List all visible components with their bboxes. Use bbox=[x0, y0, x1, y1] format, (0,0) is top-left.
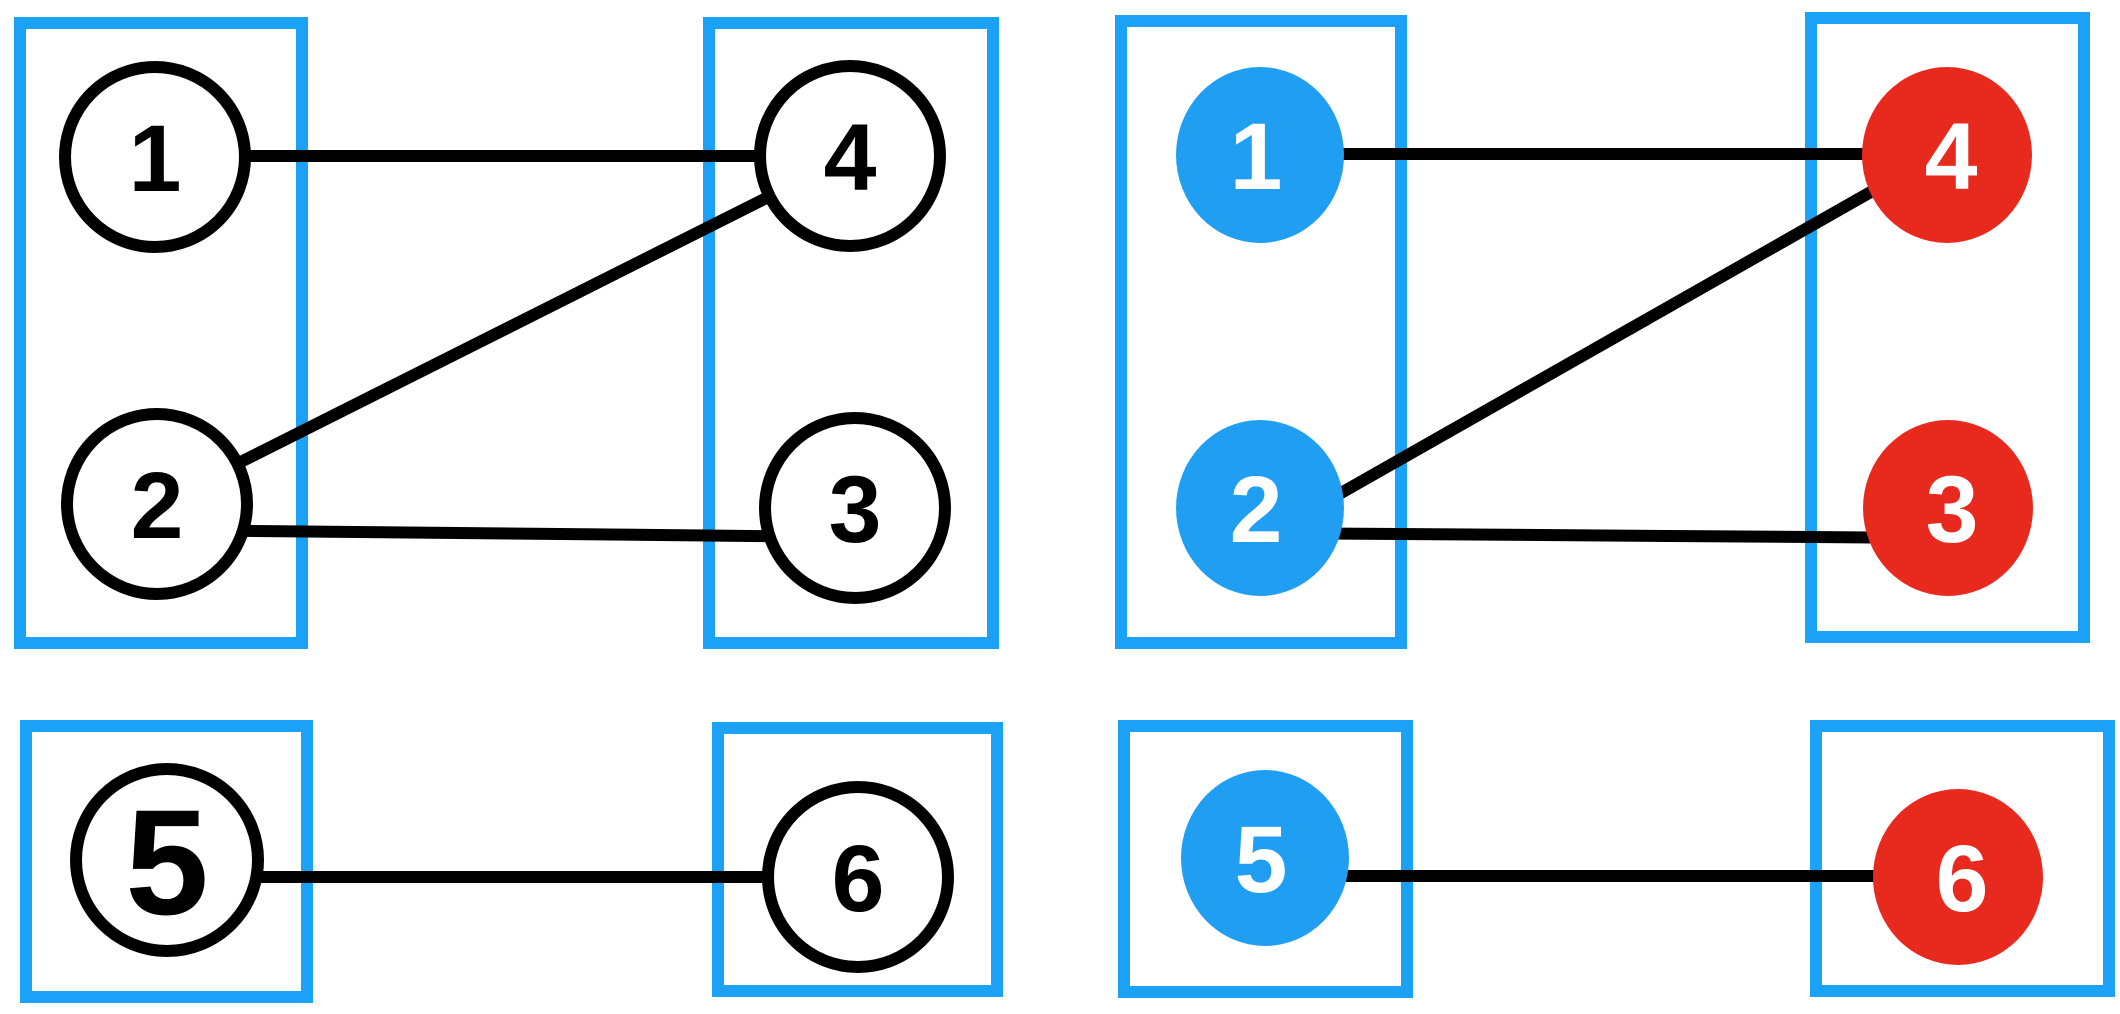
node-6-label: 6 bbox=[832, 826, 885, 932]
node-colored-3-shape bbox=[1863, 420, 2033, 596]
node-colored-6: 6 bbox=[1873, 789, 2043, 965]
edge-colored-2-4 bbox=[1287, 158, 1923, 528]
node-1-label: 1 bbox=[129, 106, 182, 212]
box-colored-right-set-top bbox=[1805, 12, 2090, 643]
box-colored-left-set-bottom bbox=[1118, 720, 1413, 998]
panel-colored: 1 2 4 3 5 6 bbox=[1115, 12, 2115, 998]
node-6: 6 bbox=[762, 781, 954, 973]
node-colored-2-label: 2 bbox=[1230, 457, 1283, 563]
node-colored-1-label: 1 bbox=[1230, 104, 1283, 210]
node-1-circle bbox=[59, 61, 251, 253]
box-colored-right-set-bottom bbox=[1810, 720, 2115, 997]
edge-2-4 bbox=[154, 150, 853, 510]
node-5-circle bbox=[70, 763, 264, 957]
box-colored-left-set-top bbox=[1115, 15, 1407, 649]
box-right-set-top bbox=[703, 17, 999, 649]
node-colored-2-shape bbox=[1176, 420, 1344, 596]
node-colored-4: 4 bbox=[1862, 67, 2032, 243]
node-colored-2: 2 bbox=[1176, 420, 1344, 596]
node-colored-3-label: 3 bbox=[1926, 457, 1979, 563]
node-2: 2 bbox=[61, 408, 253, 600]
node-5-label: 5 bbox=[125, 778, 208, 946]
node-5: 5 bbox=[70, 763, 264, 957]
node-colored-6-label: 6 bbox=[1936, 826, 1989, 932]
node-4: 4 bbox=[754, 60, 946, 252]
edge-2-3 bbox=[156, 524, 856, 543]
panel-uncolored: 1 2 4 3 5 6 bbox=[14, 17, 1003, 1003]
node-6-circle bbox=[762, 781, 954, 973]
edge-colored-2-3 bbox=[1259, 527, 1949, 544]
box-right-set-bottom bbox=[712, 722, 1003, 997]
node-colored-3: 3 bbox=[1863, 420, 2033, 596]
node-colored-1: 1 bbox=[1176, 67, 1344, 243]
node-3-circle bbox=[759, 412, 951, 604]
node-3: 3 bbox=[759, 412, 951, 604]
node-colored-5: 5 bbox=[1181, 770, 1349, 946]
node-colored-4-label: 4 bbox=[1925, 104, 1978, 210]
node-colored-1-shape bbox=[1176, 67, 1344, 243]
node-1: 1 bbox=[59, 61, 251, 253]
node-colored-6-shape bbox=[1873, 789, 2043, 965]
node-2-circle bbox=[61, 408, 253, 600]
box-left-set-bottom bbox=[20, 720, 313, 1003]
node-4-circle bbox=[754, 60, 946, 252]
node-colored-5-label: 5 bbox=[1235, 807, 1288, 913]
node-3-label: 3 bbox=[829, 457, 882, 563]
node-colored-4-shape bbox=[1862, 67, 2032, 243]
box-left-set-top bbox=[14, 17, 308, 649]
node-2-label: 2 bbox=[131, 453, 184, 559]
node-colored-5-shape bbox=[1181, 770, 1349, 946]
node-4-label: 4 bbox=[824, 105, 877, 211]
